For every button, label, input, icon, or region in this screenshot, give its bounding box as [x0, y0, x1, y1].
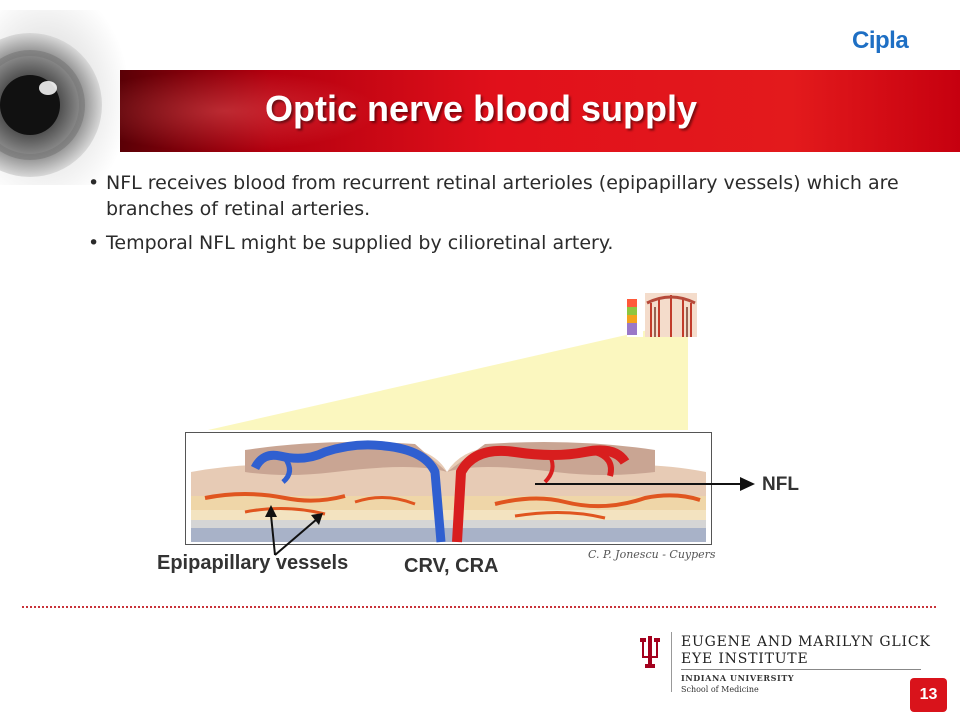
bullet-list: • NFL receives blood from recurrent reti…: [88, 170, 938, 264]
bullet-text: NFL receives blood from recurrent retina…: [106, 172, 899, 220]
iu-trident-logo: [640, 636, 660, 668]
cipla-logo: Cipla: [852, 27, 909, 54]
page-number-badge: 13: [910, 678, 947, 712]
footer-divider: [22, 606, 936, 608]
institute-name-line1: EUGENE AND MARILYN GLICK: [681, 634, 931, 650]
institute-vertical-rule: [671, 632, 672, 692]
optic-nerve-thumbnail: [627, 293, 697, 337]
bullet-dot: •: [88, 172, 100, 194]
epipapillary-label: Epipapillary vessels: [157, 552, 349, 574]
institute-name-line2: EYE INSTITUTE: [681, 651, 809, 667]
header-band-highlight: [120, 70, 380, 152]
bullet-item: • NFL receives blood from recurrent reti…: [88, 170, 938, 222]
artist-signature: C. P. Jonescu - Cuypers: [588, 548, 716, 561]
nfl-pointer-arrow: [535, 477, 755, 491]
slide-title: Optic nerve blood supply: [265, 88, 698, 129]
institute-rule: [681, 669, 921, 670]
university-name: INDIANA UNIVERSITY: [681, 673, 795, 683]
epipapillary-pointer-arrows: [265, 505, 323, 556]
bullet-dot: •: [88, 232, 100, 254]
bullet-text: Temporal NFL might be supplied by cilior…: [106, 232, 614, 254]
school-name: School of Medicine: [681, 685, 759, 694]
nfl-label: NFL: [762, 474, 799, 495]
eye-image: [0, 10, 130, 185]
crv-cra-label: CRV, CRA: [404, 555, 499, 577]
header-band: [120, 70, 960, 152]
bullet-item: • Temporal NFL might be supplied by cili…: [88, 230, 938, 256]
